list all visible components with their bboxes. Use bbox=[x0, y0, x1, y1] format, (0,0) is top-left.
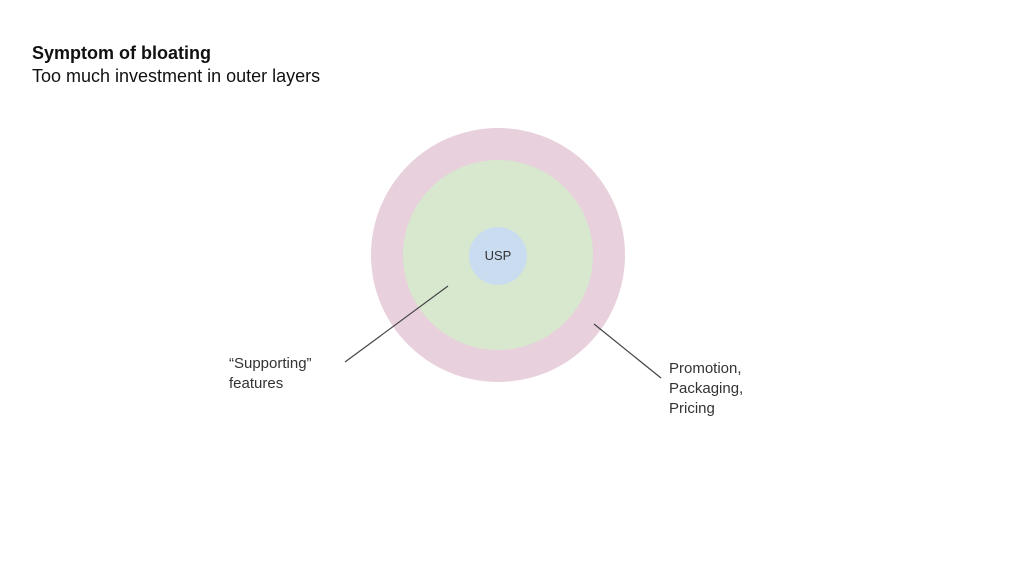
supporting-label-line-1: “Supporting” bbox=[229, 355, 312, 372]
outer-label-line-1: Promotion, bbox=[669, 360, 742, 377]
slide-title: Symptom of bloating bbox=[32, 43, 211, 63]
supporting-label-line-2: features bbox=[229, 375, 283, 392]
outer-label-line-3: Pricing bbox=[669, 400, 715, 417]
core-usp-circle bbox=[469, 227, 527, 285]
slide-heading: Symptom of bloating Too much investment … bbox=[32, 42, 320, 88]
slide-subtitle: Too much investment in outer layers bbox=[32, 66, 321, 86]
outer-layer-label: Promotion, Packaging, Pricing bbox=[669, 360, 747, 417]
usp-label: USP bbox=[485, 248, 512, 263]
outer-label-line-2: Packaging, bbox=[669, 380, 743, 397]
supporting-features-label: “Supporting” features bbox=[229, 355, 316, 392]
supporting-callout-line bbox=[344, 285, 449, 363]
outer-callout-line bbox=[593, 323, 662, 379]
